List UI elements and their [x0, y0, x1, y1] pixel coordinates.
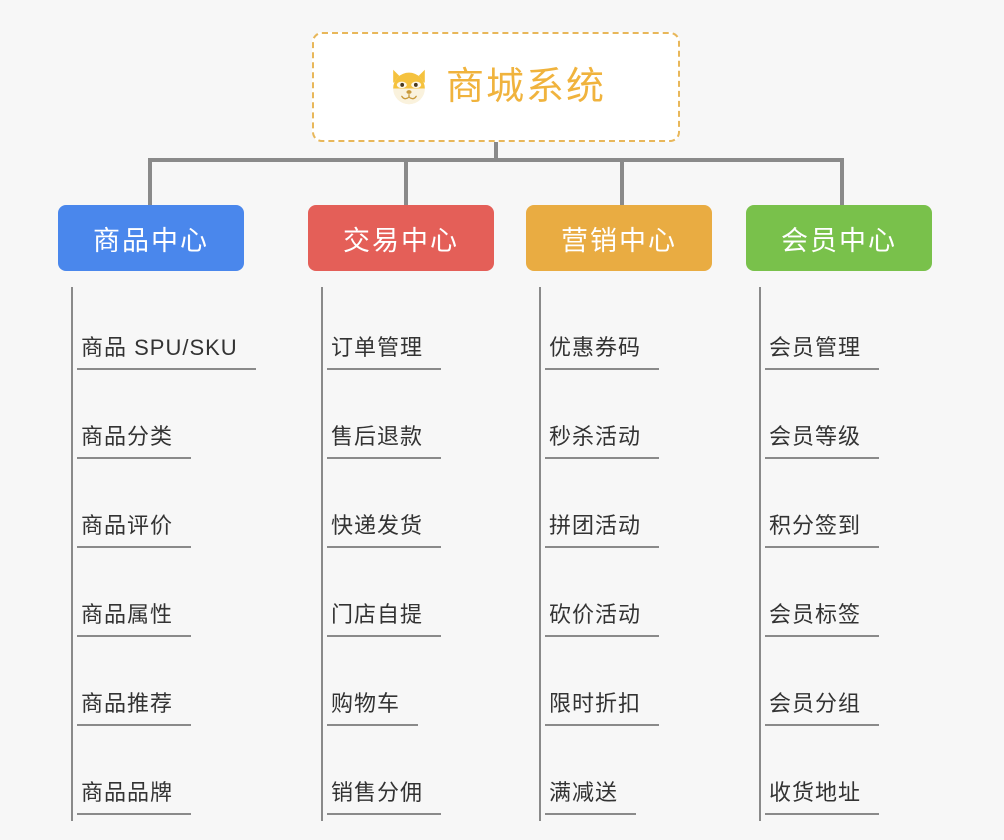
leaf-label: 会员标签: [765, 602, 880, 637]
leaf-label: 积分签到: [765, 513, 880, 548]
leaf-list-product: 商品 SPU/SKU 商品分类 商品评价 商品属性 商品推荐 商品品牌: [71, 287, 278, 821]
leaf-label: 快递发货: [327, 513, 442, 548]
leaf-item[interactable]: 商品评价: [73, 465, 278, 554]
leaf-item[interactable]: 门店自提: [323, 554, 528, 643]
branch-header-marketing[interactable]: 营销中心: [526, 205, 712, 271]
branch-column-member: 会员中心 会员管理 会员等级 积分签到 会员标签 会员分组 收货地址: [746, 205, 966, 821]
leaf-label: 销售分佣: [327, 780, 442, 815]
branch-column-marketing: 营销中心 优惠券码 秒杀活动 拼团活动 砍价活动 限时折扣 满减送: [526, 205, 746, 821]
leaf-label: 商品分类: [77, 424, 192, 459]
branch-header-product[interactable]: 商品中心: [58, 205, 244, 271]
leaf-label: 会员管理: [765, 335, 880, 370]
leaf-item[interactable]: 优惠券码: [541, 287, 746, 376]
branch-header-member[interactable]: 会员中心: [746, 205, 932, 271]
leaf-item[interactable]: 商品推荐: [73, 643, 278, 732]
leaf-item[interactable]: 拼团活动: [541, 465, 746, 554]
leaf-item[interactable]: 秒杀活动: [541, 376, 746, 465]
leaf-item[interactable]: 售后退款: [323, 376, 528, 465]
leaf-item[interactable]: 会员分组: [761, 643, 966, 732]
leaf-label: 门店自提: [327, 602, 442, 637]
leaf-label: 商品推荐: [77, 691, 192, 726]
leaf-label: 砍价活动: [545, 602, 660, 637]
leaf-item[interactable]: 限时折扣: [541, 643, 746, 732]
leaf-item[interactable]: 会员标签: [761, 554, 966, 643]
leaf-list-member: 会员管理 会员等级 积分签到 会员标签 会员分组 收货地址: [759, 287, 966, 821]
leaf-item[interactable]: 积分签到: [761, 465, 966, 554]
leaf-item[interactable]: 购物车: [323, 643, 528, 732]
shiba-dog-face-icon: [393, 69, 425, 105]
leaf-label: 订单管理: [327, 335, 442, 370]
leaf-item[interactable]: 砍价活动: [541, 554, 746, 643]
branch-column-product: 商品中心 商品 SPU/SKU 商品分类 商品评价 商品属性 商品推荐 商品品牌: [58, 205, 278, 821]
root-title: 商城系统: [445, 66, 606, 108]
leaf-item[interactable]: 收货地址: [761, 732, 966, 821]
branch-column-trade: 交易中心 订单管理 售后退款 快递发货 门店自提 购物车 销售分佣: [308, 205, 528, 821]
leaf-list-marketing: 优惠券码 秒杀活动 拼团活动 砍价活动 限时折扣 满减送: [539, 287, 746, 821]
leaf-label: 购物车: [327, 691, 419, 726]
leaf-item[interactable]: 会员管理: [761, 287, 966, 376]
leaf-label: 收货地址: [765, 780, 880, 815]
leaf-item[interactable]: 商品属性: [73, 554, 278, 643]
leaf-label: 优惠券码: [545, 335, 660, 370]
leaf-label: 会员分组: [765, 691, 880, 726]
leaf-item[interactable]: 商品品牌: [73, 732, 278, 821]
leaf-item[interactable]: 订单管理: [323, 287, 528, 376]
leaf-label: 商品 SPU/SKU: [77, 335, 256, 370]
leaf-label: 商品品牌: [77, 780, 192, 815]
leaf-item[interactable]: 商品分类: [73, 376, 278, 465]
leaf-label: 拼团活动: [545, 513, 660, 548]
leaf-label: 售后退款: [327, 424, 442, 459]
leaf-item[interactable]: 快递发货: [323, 465, 528, 554]
leaf-label: 限时折扣: [545, 691, 660, 726]
leaf-label: 满减送: [545, 780, 637, 815]
leaf-label: 会员等级: [765, 424, 880, 459]
leaf-item[interactable]: 满减送: [541, 732, 746, 821]
leaf-item[interactable]: 销售分佣: [323, 732, 528, 821]
leaf-label: 秒杀活动: [545, 424, 660, 459]
leaf-label: 商品评价: [77, 513, 192, 548]
leaf-item[interactable]: 商品 SPU/SKU: [73, 287, 278, 376]
root-node[interactable]: 商城系统: [312, 32, 680, 142]
branch-columns: 商品中心 商品 SPU/SKU 商品分类 商品评价 商品属性 商品推荐 商品品牌…: [0, 205, 1004, 840]
branch-header-trade[interactable]: 交易中心: [308, 205, 494, 271]
leaf-label: 商品属性: [77, 602, 192, 637]
leaf-list-trade: 订单管理 售后退款 快递发货 门店自提 购物车 销售分佣: [321, 287, 528, 821]
leaf-item[interactable]: 会员等级: [761, 376, 966, 465]
